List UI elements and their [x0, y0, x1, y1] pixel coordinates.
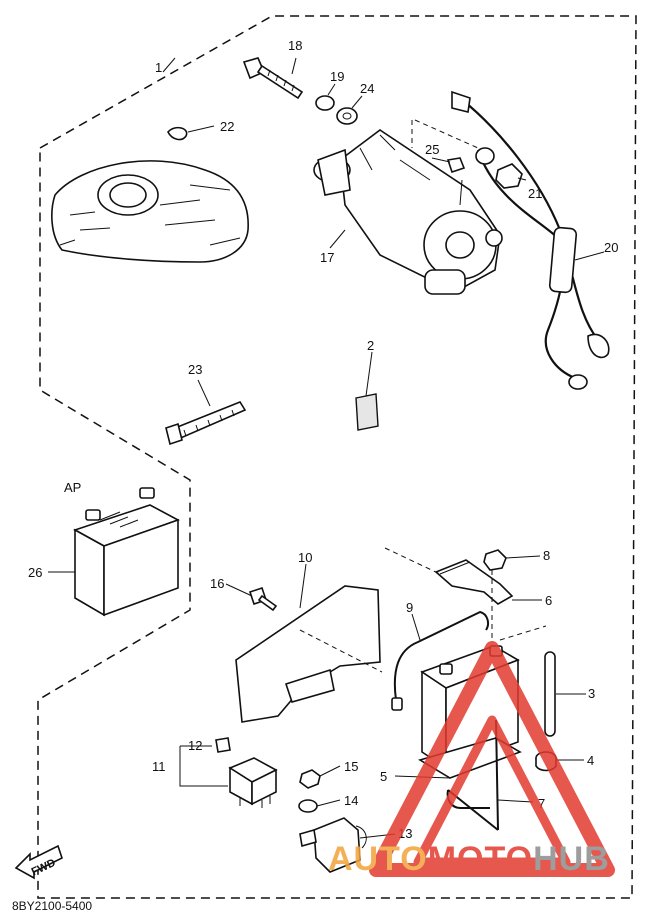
callout-24: 24 — [360, 81, 374, 96]
forward-arrow-icon — [14, 844, 63, 880]
washer-part-14 — [298, 799, 318, 813]
nut-part-8 — [483, 549, 507, 571]
lead-part-9 — [391, 610, 489, 711]
watermark-triangle-icon — [369, 641, 615, 877]
nut-part-15 — [299, 769, 321, 789]
callout-23: 23 — [188, 362, 202, 377]
watermark-word-auto: AUTO — [328, 840, 428, 878]
cover-part-10 — [235, 585, 383, 723]
bolt-part-18 — [242, 57, 304, 100]
bracket-part-6 — [434, 559, 514, 605]
nut-part-25 — [446, 157, 466, 174]
clip-part-22 — [167, 126, 188, 141]
callout-11: 11 — [152, 759, 166, 774]
clip-part-12 — [215, 737, 231, 753]
callout-8: 8 — [543, 548, 550, 563]
assembly-boundary — [37, 15, 637, 899]
callout-18: 18 — [288, 38, 302, 53]
callout-4: 4 — [587, 753, 594, 768]
watermark-logo: AUTOMOTOHUB — [328, 641, 615, 878]
leader-lines — [48, 57, 605, 839]
callout-5: 5 — [380, 769, 387, 784]
nut-part-21 — [495, 163, 523, 189]
watermark-word-hub: HUB — [533, 840, 610, 878]
rod-part-3 — [544, 651, 556, 737]
relay-part-11 — [228, 757, 278, 808]
callout-21: 21 — [528, 186, 542, 201]
callout-19: 19 — [330, 69, 344, 84]
callout-7: 7 — [538, 796, 545, 811]
watermark-word-moto: MOTO — [428, 840, 533, 878]
callout-22: 22 — [220, 119, 234, 134]
callout-labels: 1 2 3 4 5 6 7 8 9 10 11 12 13 14 15 16 1… — [12, 38, 618, 913]
washer-part-19 — [315, 95, 335, 111]
callout-16: 16 — [210, 576, 224, 591]
starter-motor — [313, 129, 503, 295]
callout-3: 3 — [588, 686, 595, 701]
watermark-inner-triangle-icon — [413, 715, 571, 867]
callout-26: 26 — [28, 565, 42, 580]
callout-2: 2 — [367, 338, 374, 353]
battery-part-26 — [73, 487, 180, 617]
pad-part-2 — [355, 393, 379, 431]
callout-17: 17 — [320, 250, 334, 265]
callout-25: 25 — [425, 142, 439, 157]
callout-15: 15 — [344, 759, 358, 774]
washer-part-24 — [336, 107, 358, 125]
callout-12: 12 — [188, 738, 202, 753]
callout-10: 10 — [298, 550, 312, 565]
ap-label: AP — [64, 480, 81, 495]
callout-9: 9 — [406, 600, 413, 615]
cable-tie-part-23 — [165, 401, 247, 446]
svg-text:AUTOMOTOHUB: AUTOMOTOHUB — [328, 840, 610, 878]
callout-1: 1 — [155, 60, 162, 75]
callout-20: 20 — [604, 240, 618, 255]
callout-6: 6 — [545, 593, 552, 608]
callout-14: 14 — [344, 793, 358, 808]
engine-casing-outline — [51, 160, 249, 263]
fuse-holder-part-13 — [299, 817, 367, 873]
starter-cable — [451, 90, 610, 390]
bolt-part-16 — [248, 586, 278, 612]
drawing-code: 8BY2100-5400 — [12, 899, 92, 913]
